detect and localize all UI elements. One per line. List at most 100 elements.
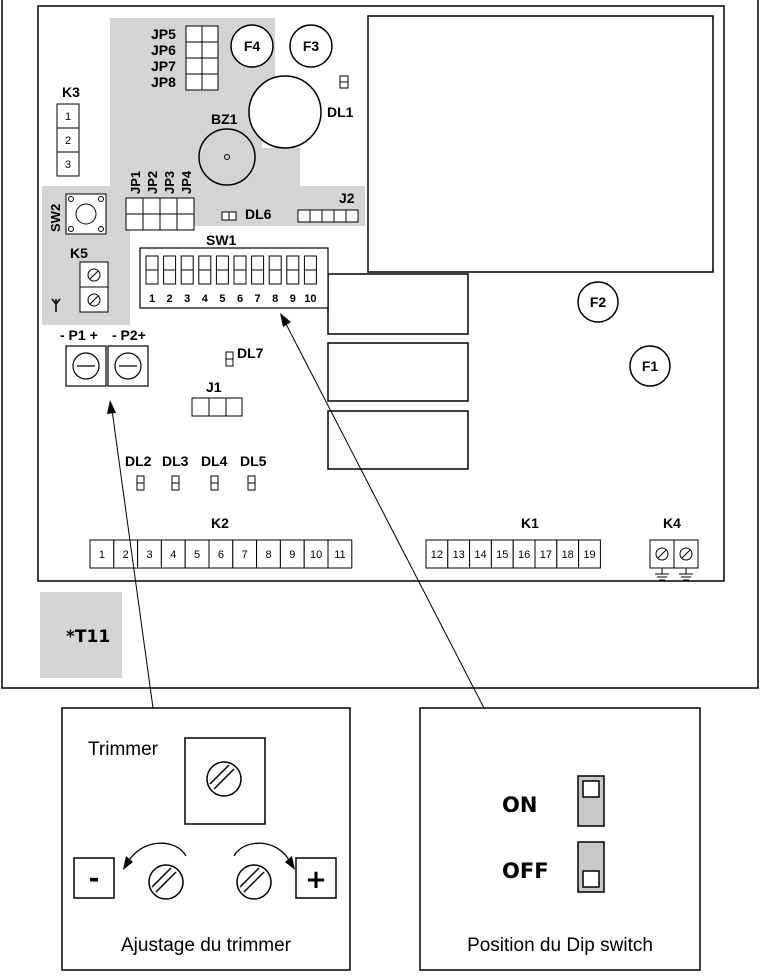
k4-label: K4	[663, 515, 681, 531]
screw-right-icon	[236, 864, 272, 900]
k5-label: K5	[70, 245, 88, 261]
t11-label: *T11	[66, 627, 110, 647]
antenna-icon	[51, 298, 61, 312]
sw1-number: 6	[237, 293, 243, 305]
jp3-label: JP3	[162, 171, 177, 194]
connector-j2	[297, 209, 359, 223]
relay-1	[327, 273, 469, 335]
terminal-number: 1	[99, 549, 105, 561]
terminal-number: 15	[496, 549, 508, 561]
terminal-number: 7	[242, 549, 248, 561]
pushbutton-sw2	[65, 193, 107, 235]
dl5-label: DL5	[240, 453, 267, 469]
dl1-label: DL1	[327, 104, 354, 120]
f3-label: F3	[303, 38, 320, 54]
trimmer-icon	[184, 737, 266, 825]
terminal-number: 2	[123, 549, 129, 561]
relay-2	[327, 342, 469, 402]
jp4-label: JP4	[179, 170, 194, 194]
sw1-number: 2	[167, 293, 173, 305]
dl4-label: DL4	[201, 453, 228, 469]
t11-area	[40, 592, 122, 678]
k3-label: K3	[62, 84, 80, 100]
j1-label: J1	[206, 379, 222, 395]
k3-pin: 1	[65, 111, 71, 123]
pointer-line-trimmer	[107, 400, 154, 709]
relay-3	[327, 410, 469, 470]
jp6-label: JP6	[151, 42, 176, 58]
f1-label: F1	[642, 358, 659, 374]
clockwise-arrow-icon	[233, 842, 295, 870]
sw1-number: 4	[202, 293, 209, 305]
terminal-number: 18	[562, 549, 574, 561]
sw1-number: 10	[304, 293, 316, 305]
dip-switch-lever	[163, 255, 177, 285]
dip-switch-lever	[215, 255, 229, 285]
trimmer-title: Trimmer	[88, 739, 159, 760]
capacitor	[248, 75, 322, 149]
dip-off-icon	[577, 841, 605, 893]
jp1-jp4-jumpers	[125, 197, 195, 231]
terminal	[327, 539, 353, 569]
terminal-number: 17	[540, 549, 552, 561]
dip-panel	[419, 707, 701, 971]
trimmer-p2	[107, 345, 149, 387]
j2-label: J2	[339, 190, 355, 206]
jp8-label: JP8	[151, 74, 176, 90]
sw1-number: 7	[255, 293, 261, 305]
dip-switch-lever	[198, 255, 212, 285]
pointer-line-dip	[280, 313, 485, 709]
terminal-number: 4	[170, 549, 176, 561]
k1-label: K1	[521, 515, 539, 531]
dip-on-icon	[577, 775, 605, 827]
off-label: OFF	[502, 859, 549, 883]
sw1-switches	[145, 255, 317, 285]
trimmer-caption: Ajustage du trimmer	[121, 935, 292, 956]
terminal-number: 3	[146, 549, 152, 561]
terminal-number: 13	[453, 549, 465, 561]
k3-pin: 3	[65, 159, 71, 171]
terminal-number: 19	[583, 549, 595, 561]
terminal-number: 8	[265, 549, 271, 561]
trimmer-p1	[65, 345, 107, 387]
sw1-label: SW1	[206, 232, 237, 248]
f2-label: F2	[590, 294, 607, 310]
connector-j1	[191, 397, 243, 417]
dl6-label: DL6	[245, 206, 272, 222]
dl2-label: DL2	[125, 453, 152, 469]
terminal-number: 11	[334, 549, 345, 561]
counterclockwise-arrow-icon	[123, 842, 187, 870]
p1-label: - P1 +	[60, 327, 98, 343]
terminal-number: 16	[518, 549, 530, 561]
fuse-f4	[230, 24, 274, 68]
k2-label: K2	[211, 515, 229, 531]
plus-label: +	[305, 865, 327, 895]
buzzer-bz1	[198, 128, 256, 186]
dl7-label: DL7	[237, 345, 264, 361]
jp2-label: JP2	[145, 171, 160, 194]
sw1-number: 5	[219, 293, 225, 305]
jp5-label: JP5	[151, 26, 176, 42]
f4-label: F4	[244, 38, 261, 54]
dip-switch-lever	[233, 255, 247, 285]
ground-icon	[655, 568, 669, 581]
dl3-label: DL3	[162, 453, 189, 469]
minus-box	[73, 857, 115, 899]
bz1-label: BZ1	[211, 111, 238, 127]
dip-switch-lever	[145, 255, 159, 285]
on-label: ON	[502, 793, 537, 817]
terminal-number: 9	[289, 549, 295, 561]
dip-switch-lever	[180, 255, 194, 285]
leds-dl2-dl5	[136, 475, 256, 491]
buzzer-center	[224, 154, 230, 160]
connector-k5	[79, 261, 109, 313]
dip-switch-lever	[251, 255, 265, 285]
k3-pin: 2	[65, 135, 71, 147]
p2-label: - P2+	[112, 327, 146, 343]
dip-switch-lever	[303, 255, 317, 285]
connector-k3	[56, 103, 80, 177]
terminal-number: 5	[194, 549, 200, 561]
sw1-number: 1	[149, 293, 155, 305]
